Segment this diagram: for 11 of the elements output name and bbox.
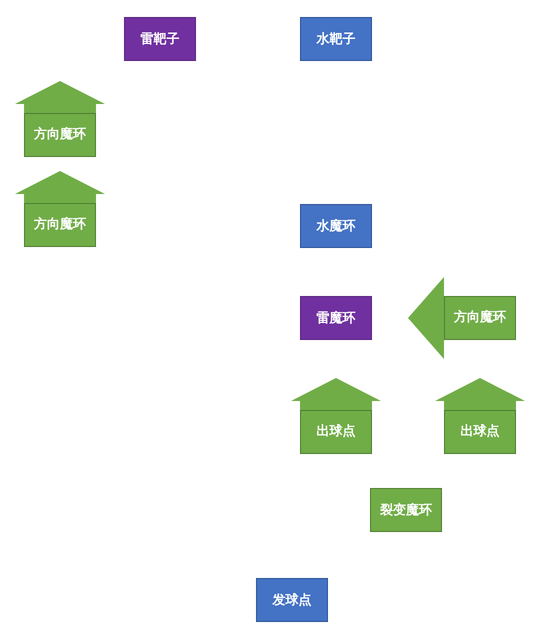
direction-tile: 出球点 (435, 378, 525, 454)
direction-tile: 方向魔环 (408, 277, 516, 359)
block: 裂变魔环 (370, 488, 442, 532)
direction-tile: 出球点 (291, 378, 381, 454)
block: 雷靶子 (124, 17, 196, 61)
block: 水靶子 (300, 17, 372, 61)
direction-tile: 方向魔环 (15, 171, 105, 247)
block: 水魔环 (300, 204, 372, 248)
block: 发球点 (256, 578, 328, 622)
block: 雷魔环 (300, 296, 372, 340)
direction-tile: 方向魔环 (15, 81, 105, 157)
